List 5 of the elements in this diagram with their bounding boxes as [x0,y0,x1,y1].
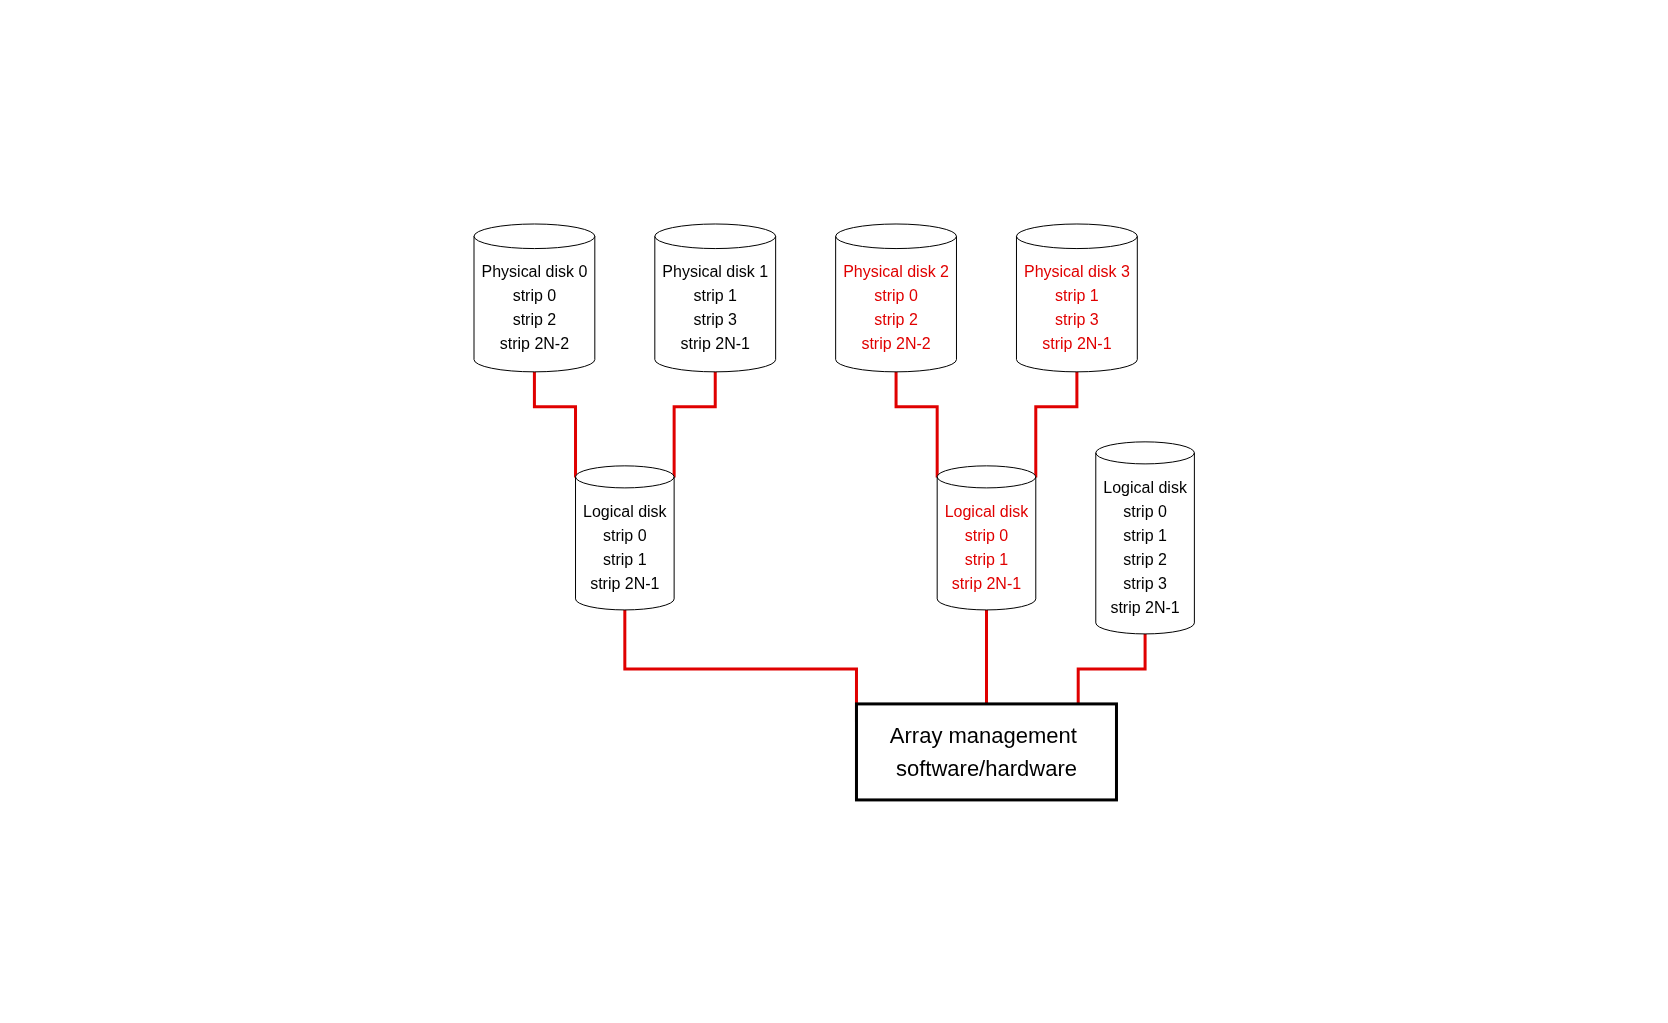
node-box: Array management software/hardware [854,701,1118,801]
connector [672,369,717,477]
connector [894,369,939,477]
connector [1034,369,1079,477]
connector [532,369,577,477]
